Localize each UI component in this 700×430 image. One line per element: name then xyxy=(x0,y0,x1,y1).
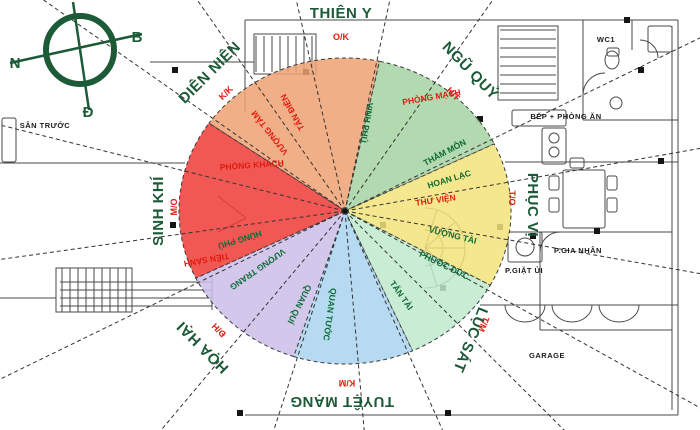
radial-dashed-line xyxy=(295,0,346,212)
plan-room-label: WC1 xyxy=(597,35,615,44)
radial-dashed-line xyxy=(344,147,700,212)
radial-dashed-line xyxy=(196,0,346,212)
radial-dashed-line xyxy=(344,210,565,430)
radial-dashed-line xyxy=(160,210,346,430)
compass-rose: N B Đ xyxy=(10,1,143,121)
direction-code-thien-y: O/K xyxy=(333,32,350,42)
radial-dashed-line xyxy=(273,210,346,430)
compass-letter: N xyxy=(10,55,21,72)
radial-dashed-line xyxy=(0,210,346,260)
plan-room-label: BẾP + PHÒNG ĂN xyxy=(530,111,601,121)
radial-dashed-line xyxy=(344,0,391,212)
radial-dashed-line xyxy=(0,124,346,212)
plan-room-label: P.GIẶT ỦI xyxy=(505,266,543,275)
pie-room-label: PHÒNG KHÁCH xyxy=(219,157,284,172)
sector-hoa-hai xyxy=(195,210,346,358)
direction-code-tuyet-mang: K/M xyxy=(339,378,356,388)
radial-dashed-line xyxy=(344,210,365,430)
radial-dashed-line xyxy=(42,0,346,212)
sector-dien-nien xyxy=(208,57,381,212)
direction-label-sinh-khi: SINH KHÍ xyxy=(150,176,167,246)
plan-room-label: GARAGE xyxy=(529,351,565,360)
pie-center-point xyxy=(342,208,348,214)
bagua-pie xyxy=(178,57,512,365)
radial-dashed-line xyxy=(344,210,700,275)
radial-dashed-line xyxy=(344,0,494,212)
direction-label-thien-y: THIÊN Y xyxy=(310,4,372,22)
plan-room-label: P.GIA NHÂN xyxy=(554,246,602,255)
radial-dashed-line xyxy=(344,210,444,430)
direction-label-tuyet-mang: TUYỆT MẠNG xyxy=(290,393,394,411)
radial-dashed-line xyxy=(344,37,700,212)
sector-sinh-khi xyxy=(178,122,347,279)
plan-room-label: SÂN TRƯỚC xyxy=(20,121,71,130)
sector-phuc-vi xyxy=(343,143,512,286)
compass-letter: Đ xyxy=(83,104,94,121)
sector-luc-sat xyxy=(343,209,491,352)
direction-code-phuc-vi: T/O xyxy=(507,191,517,206)
sector-tuyet-mang xyxy=(293,209,414,365)
direction-label-hoa-hai: HỌA HẠI xyxy=(173,318,232,377)
direction-code-sinh-khi: M/O xyxy=(169,199,179,216)
direction-code-hoa-hai: Đ/H xyxy=(210,321,228,339)
compass-letter: B xyxy=(132,29,143,46)
radial-dashed-line xyxy=(344,210,700,409)
sector-ngu-quy xyxy=(344,60,495,212)
radial-dashed-line xyxy=(0,210,346,380)
direction-label-phuc-vi: PHỤC VỊ xyxy=(524,173,541,237)
